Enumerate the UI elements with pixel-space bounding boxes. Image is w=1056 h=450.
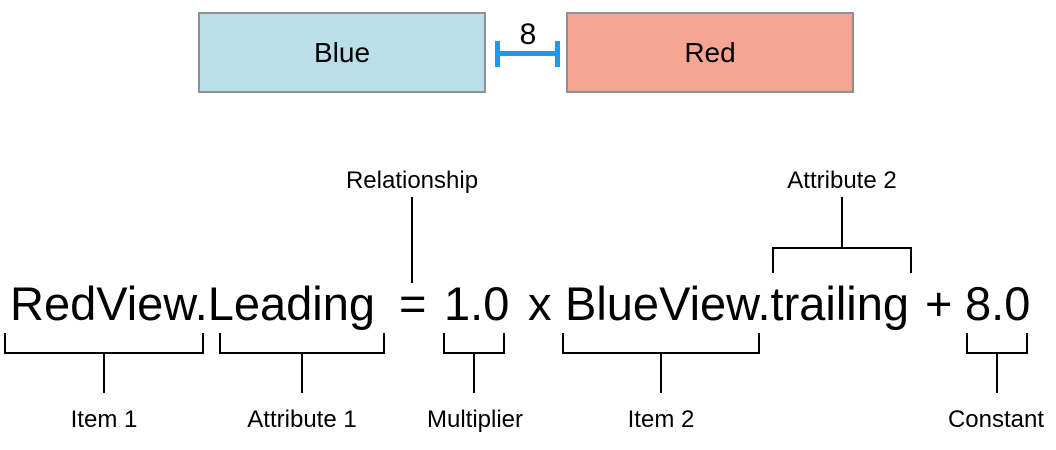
relationship-connector-line xyxy=(411,197,413,283)
attribute2-bracket xyxy=(772,247,912,273)
equation-plus-operator: + xyxy=(925,277,953,330)
blue-view-label: Blue xyxy=(313,36,371,68)
attribute2-connector-line xyxy=(841,197,843,248)
red-view-box: Red xyxy=(566,12,854,93)
equation-item1: RedView.Leading xyxy=(10,277,375,330)
equation-constant: 8.0 xyxy=(965,277,1031,330)
constant-connector-line xyxy=(996,352,998,393)
blue-view-box: Blue xyxy=(198,12,486,93)
equation-multiplier: 1.0 xyxy=(444,277,510,330)
attribute1-connector-line xyxy=(301,352,303,393)
equation-item2: BlueView.trailing xyxy=(565,277,910,330)
red-view-label: Red xyxy=(684,36,736,68)
attribute1-bracket xyxy=(219,333,385,354)
constant-bracket xyxy=(966,333,1028,354)
attribute2-label: Attribute 2 xyxy=(787,167,897,194)
item2-bracket xyxy=(562,333,760,354)
item1-connector-line xyxy=(103,352,105,393)
equation-times-operator: x xyxy=(528,277,552,330)
constant-label: Constant xyxy=(947,406,1045,433)
item1-bracket xyxy=(4,333,204,354)
spacing-ibeam-left-cap xyxy=(495,41,500,67)
spacing-ibeam-right-cap xyxy=(555,41,560,67)
spacing-ibeam-line xyxy=(495,51,560,56)
item1-label: Item 1 xyxy=(70,406,138,433)
multiplier-bracket xyxy=(443,333,505,354)
spacing-value-label: 8 xyxy=(519,18,537,51)
equation-relation: = xyxy=(399,277,427,330)
relationship-label: Relationship xyxy=(345,167,479,194)
item2-connector-line xyxy=(660,352,662,393)
item2-label: Item 2 xyxy=(627,406,695,433)
attribute1-label: Attribute 1 xyxy=(247,406,357,433)
multiplier-label: Multiplier xyxy=(426,406,524,433)
multiplier-connector-line xyxy=(473,352,475,393)
